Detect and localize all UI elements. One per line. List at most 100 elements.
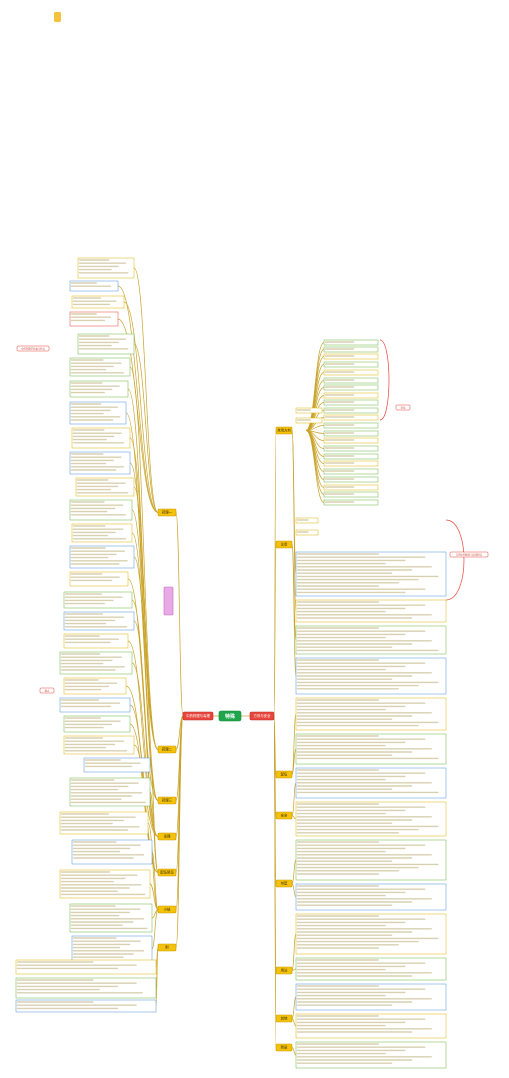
left-leaf-connector-30 [151, 909, 159, 950]
left-leaf-connector-14 [133, 556, 159, 801]
connector-left-4 [175, 715, 184, 837]
connector-right-8 [273, 715, 277, 1048]
right-leaf-connector-15 [291, 1047, 297, 1056]
left-leaf-26 [59, 811, 149, 835]
right-leaf-connector-13 [291, 996, 297, 1019]
left-node-1[interactable]: 药理一 [157, 508, 177, 517]
right-leaf-14 [295, 1013, 447, 1039]
left-node-5[interactable]: 配伍禁忌 [157, 868, 177, 877]
connector-left-3 [175, 715, 184, 801]
branch-right-label: 方剂与安全 [254, 713, 272, 718]
left-leaf-18 [63, 633, 129, 649]
left-node-3[interactable]: 药理三 [157, 796, 177, 805]
right-leaf-2 [295, 599, 447, 623]
root-label: 特殊 [225, 713, 236, 720]
right-list-item-16 [323, 453, 379, 460]
left-leaf-connector-29 [151, 909, 159, 919]
left-leaf-connector-2 [117, 285, 159, 513]
sticky-note-icon [54, 12, 61, 22]
right-leaf-connector-7 [291, 782, 297, 816]
left-leaf-23 [63, 735, 135, 755]
svg-text:方剂中药配伍与应用特点: 方剂中药配伍与应用特点 [456, 553, 483, 557]
right-list-item-3 [323, 353, 379, 360]
svg-text:常用方剂: 常用方剂 [277, 428, 291, 433]
right-leaf-7 [295, 767, 447, 799]
branch-right[interactable]: 方剂与安全 [249, 711, 275, 721]
right-leaf-connector-6 [291, 748, 297, 775]
left-node-4[interactable]: 毒理 [157, 832, 177, 841]
left-node-2[interactable]: 药理二 [157, 745, 177, 754]
left-leaf-connector-26 [147, 822, 159, 910]
connector-left-7 [175, 715, 184, 948]
connector-left-1 [175, 512, 184, 717]
left-node-6[interactable]: 小结 [157, 905, 177, 914]
left-leaf-connector-11 [133, 486, 159, 801]
right-leaf-4 [295, 657, 447, 695]
right-node-5[interactable]: 剂型 [275, 879, 293, 888]
right-leaf-connector-9 [291, 859, 297, 884]
right-list-item-19 [323, 476, 379, 483]
right-leaf-3 [295, 625, 447, 655]
left-leaf-32 [15, 977, 157, 999]
right-node-2[interactable]: 注意 [275, 540, 293, 549]
right-list-item-6 [323, 377, 379, 384]
right-node-8[interactable]: 附录 [275, 1043, 293, 1052]
left-leaf-connector-27 [151, 851, 159, 910]
right-list-item-12 [323, 422, 379, 429]
root-node[interactable]: 特殊 [218, 710, 242, 722]
svg-text:用法: 用法 [281, 968, 288, 973]
left-leaf-11 [75, 477, 135, 497]
right-list-item-21 [323, 491, 379, 498]
leaf-text-layer [15, 257, 447, 1069]
right-list-item-4 [323, 361, 379, 368]
left-leaf-3 [71, 295, 125, 309]
right-leaf-11 [295, 913, 447, 955]
left-leaf-connector-3 [123, 301, 159, 513]
svg-text:药理三: 药理三 [162, 798, 173, 803]
left-leaf-25 [69, 777, 151, 807]
right-leaf-connector-12 [291, 968, 297, 971]
left-leaf-9 [71, 427, 131, 449]
right-leaf-12 [295, 957, 447, 981]
left-leaf-20 [63, 677, 127, 695]
right-leaf-connector-10 [291, 883, 297, 898]
left-leaf-30 [71, 935, 153, 963]
right-node-4[interactable]: 安全 [275, 811, 293, 820]
right-list-item-8 [323, 392, 379, 399]
left-leaf-10 [69, 451, 131, 475]
svg-text:注意: 注意 [281, 542, 288, 547]
left-leaf-connector-4 [117, 318, 159, 513]
connector-left-2 [175, 715, 184, 750]
left-leaf-22 [63, 715, 131, 733]
left-leaf-21 [59, 697, 131, 713]
left-leaf-5 [77, 333, 135, 355]
right-leaf-10 [295, 883, 447, 911]
right-node-6[interactable]: 用法 [275, 966, 293, 975]
right-leaf-connector-2 [291, 430, 297, 612]
right-list-item-9 [323, 399, 379, 406]
connector-right-2 [273, 544, 277, 717]
branch-left[interactable]: 中药药理与毒理 [182, 711, 214, 721]
right-list-item-22 [323, 499, 379, 506]
left-leaf-16 [63, 591, 133, 609]
svg-text:药理一: 药理一 [162, 510, 173, 515]
left-leaf-connector-25 [149, 791, 159, 873]
left-leaf-27 [71, 839, 153, 865]
right-leaf-8 [295, 801, 447, 837]
right-sub-node-1 [295, 407, 323, 414]
left-leaf-14 [69, 545, 135, 569]
svg-text:小结: 小结 [164, 907, 171, 912]
right-node-7[interactable]: 其他 [275, 1014, 293, 1023]
left-leaf-17 [63, 611, 135, 631]
left-node-7[interactable]: 附 [157, 943, 177, 952]
callout-right-top: 禁忌 [395, 404, 411, 411]
right-node-1[interactable]: 常用方剂 [275, 426, 293, 435]
right-list-item-17 [323, 460, 379, 467]
right-node-3[interactable]: 配伍 [275, 770, 293, 779]
right-list-item-14 [323, 437, 379, 444]
left-leaf-33 [15, 999, 157, 1013]
svg-text:配伍禁忌: 配伍禁忌 [160, 870, 174, 875]
left-leaf-4 [69, 311, 119, 327]
left-leaf-6 [69, 357, 131, 377]
